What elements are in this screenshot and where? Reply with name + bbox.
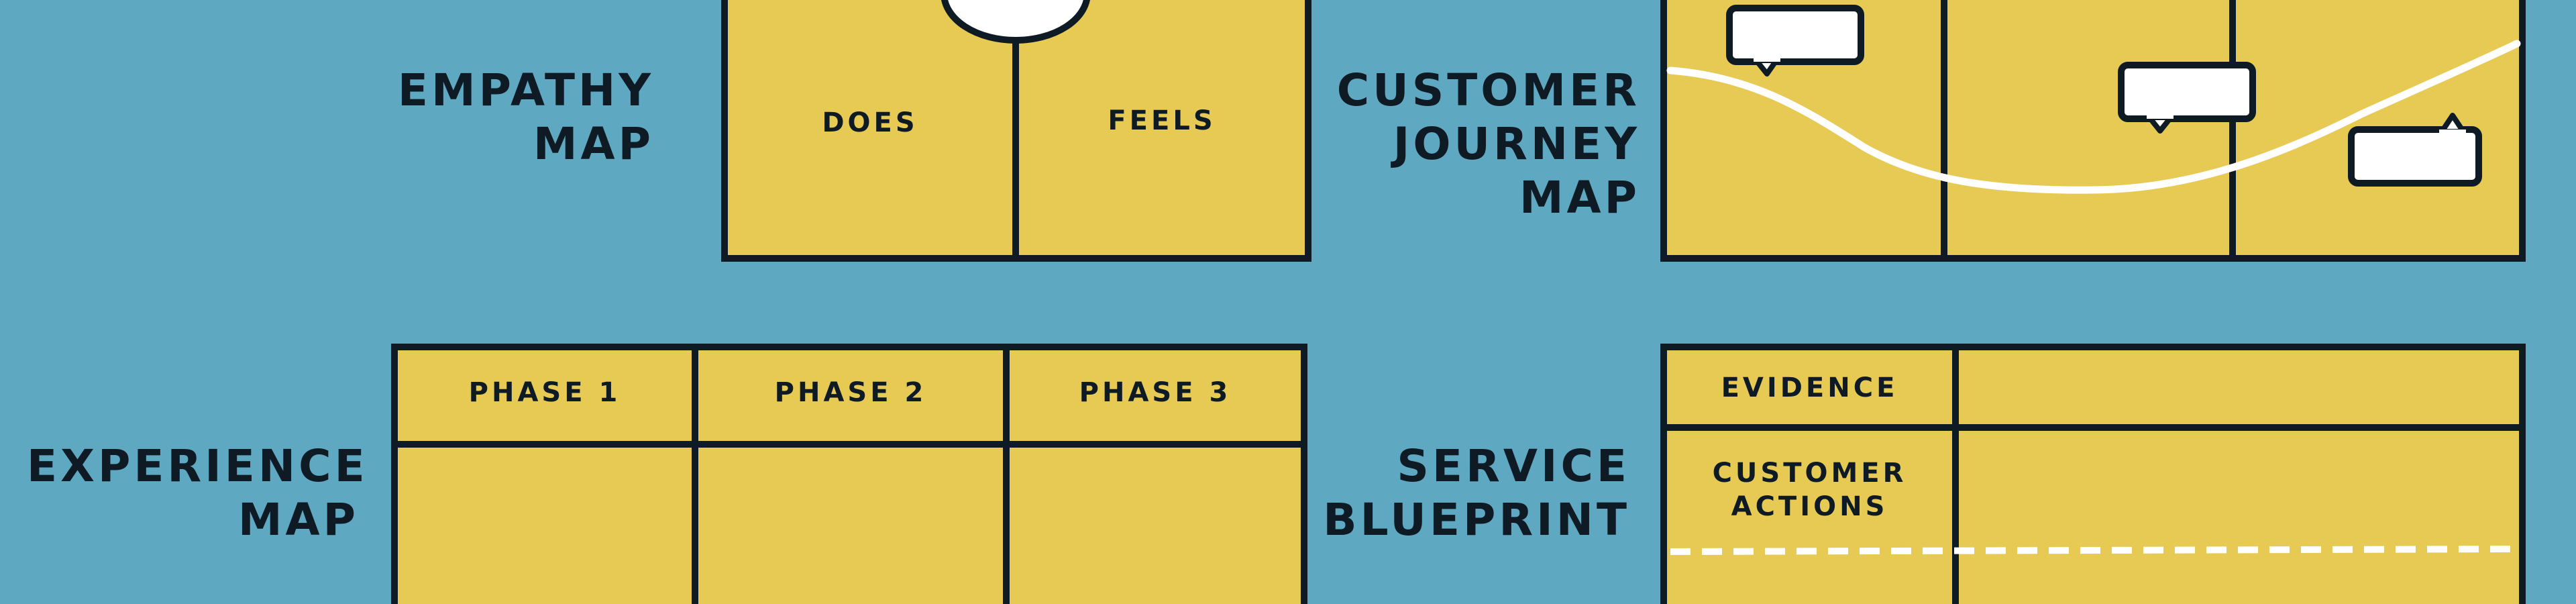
journey-line bbox=[1666, 40, 2521, 194]
empathy-map-title: EMPATHY MAP bbox=[397, 64, 654, 170]
blueprint-row-evidence: EVIDENCE bbox=[1721, 372, 1898, 403]
empathy-cell-does: DOES bbox=[822, 107, 918, 138]
service-blueprint-title: SERVICE BLUEPRINT bbox=[1323, 440, 1630, 546]
empathy-map-panel bbox=[721, 0, 1311, 262]
service-blueprint-panel bbox=[1660, 344, 2526, 604]
speech-bubble-icon bbox=[2348, 113, 2482, 187]
phase-header: PHASE 3 bbox=[1079, 377, 1232, 408]
speech-bubble-icon bbox=[2118, 62, 2256, 134]
customer-journey-map-panel bbox=[1660, 0, 2526, 262]
empathy-cell-feels: FEELS bbox=[1108, 105, 1216, 136]
phase-header: PHASE 2 bbox=[774, 377, 927, 408]
phase-header: PHASE 1 bbox=[468, 377, 621, 408]
customer-journey-map-title: CUSTOMER JOURNEY MAP bbox=[1336, 64, 1640, 223]
speech-bubble-icon bbox=[1726, 5, 1864, 77]
experience-map-panel bbox=[391, 344, 1307, 604]
blueprint-row-customer-actions: CUSTOMER ACTIONS bbox=[1712, 458, 1907, 522]
line-of-interaction bbox=[1670, 546, 2518, 555]
experience-map-title: EXPERIENCE MAP bbox=[27, 440, 368, 546]
persona-head-icon bbox=[941, 0, 1090, 44]
